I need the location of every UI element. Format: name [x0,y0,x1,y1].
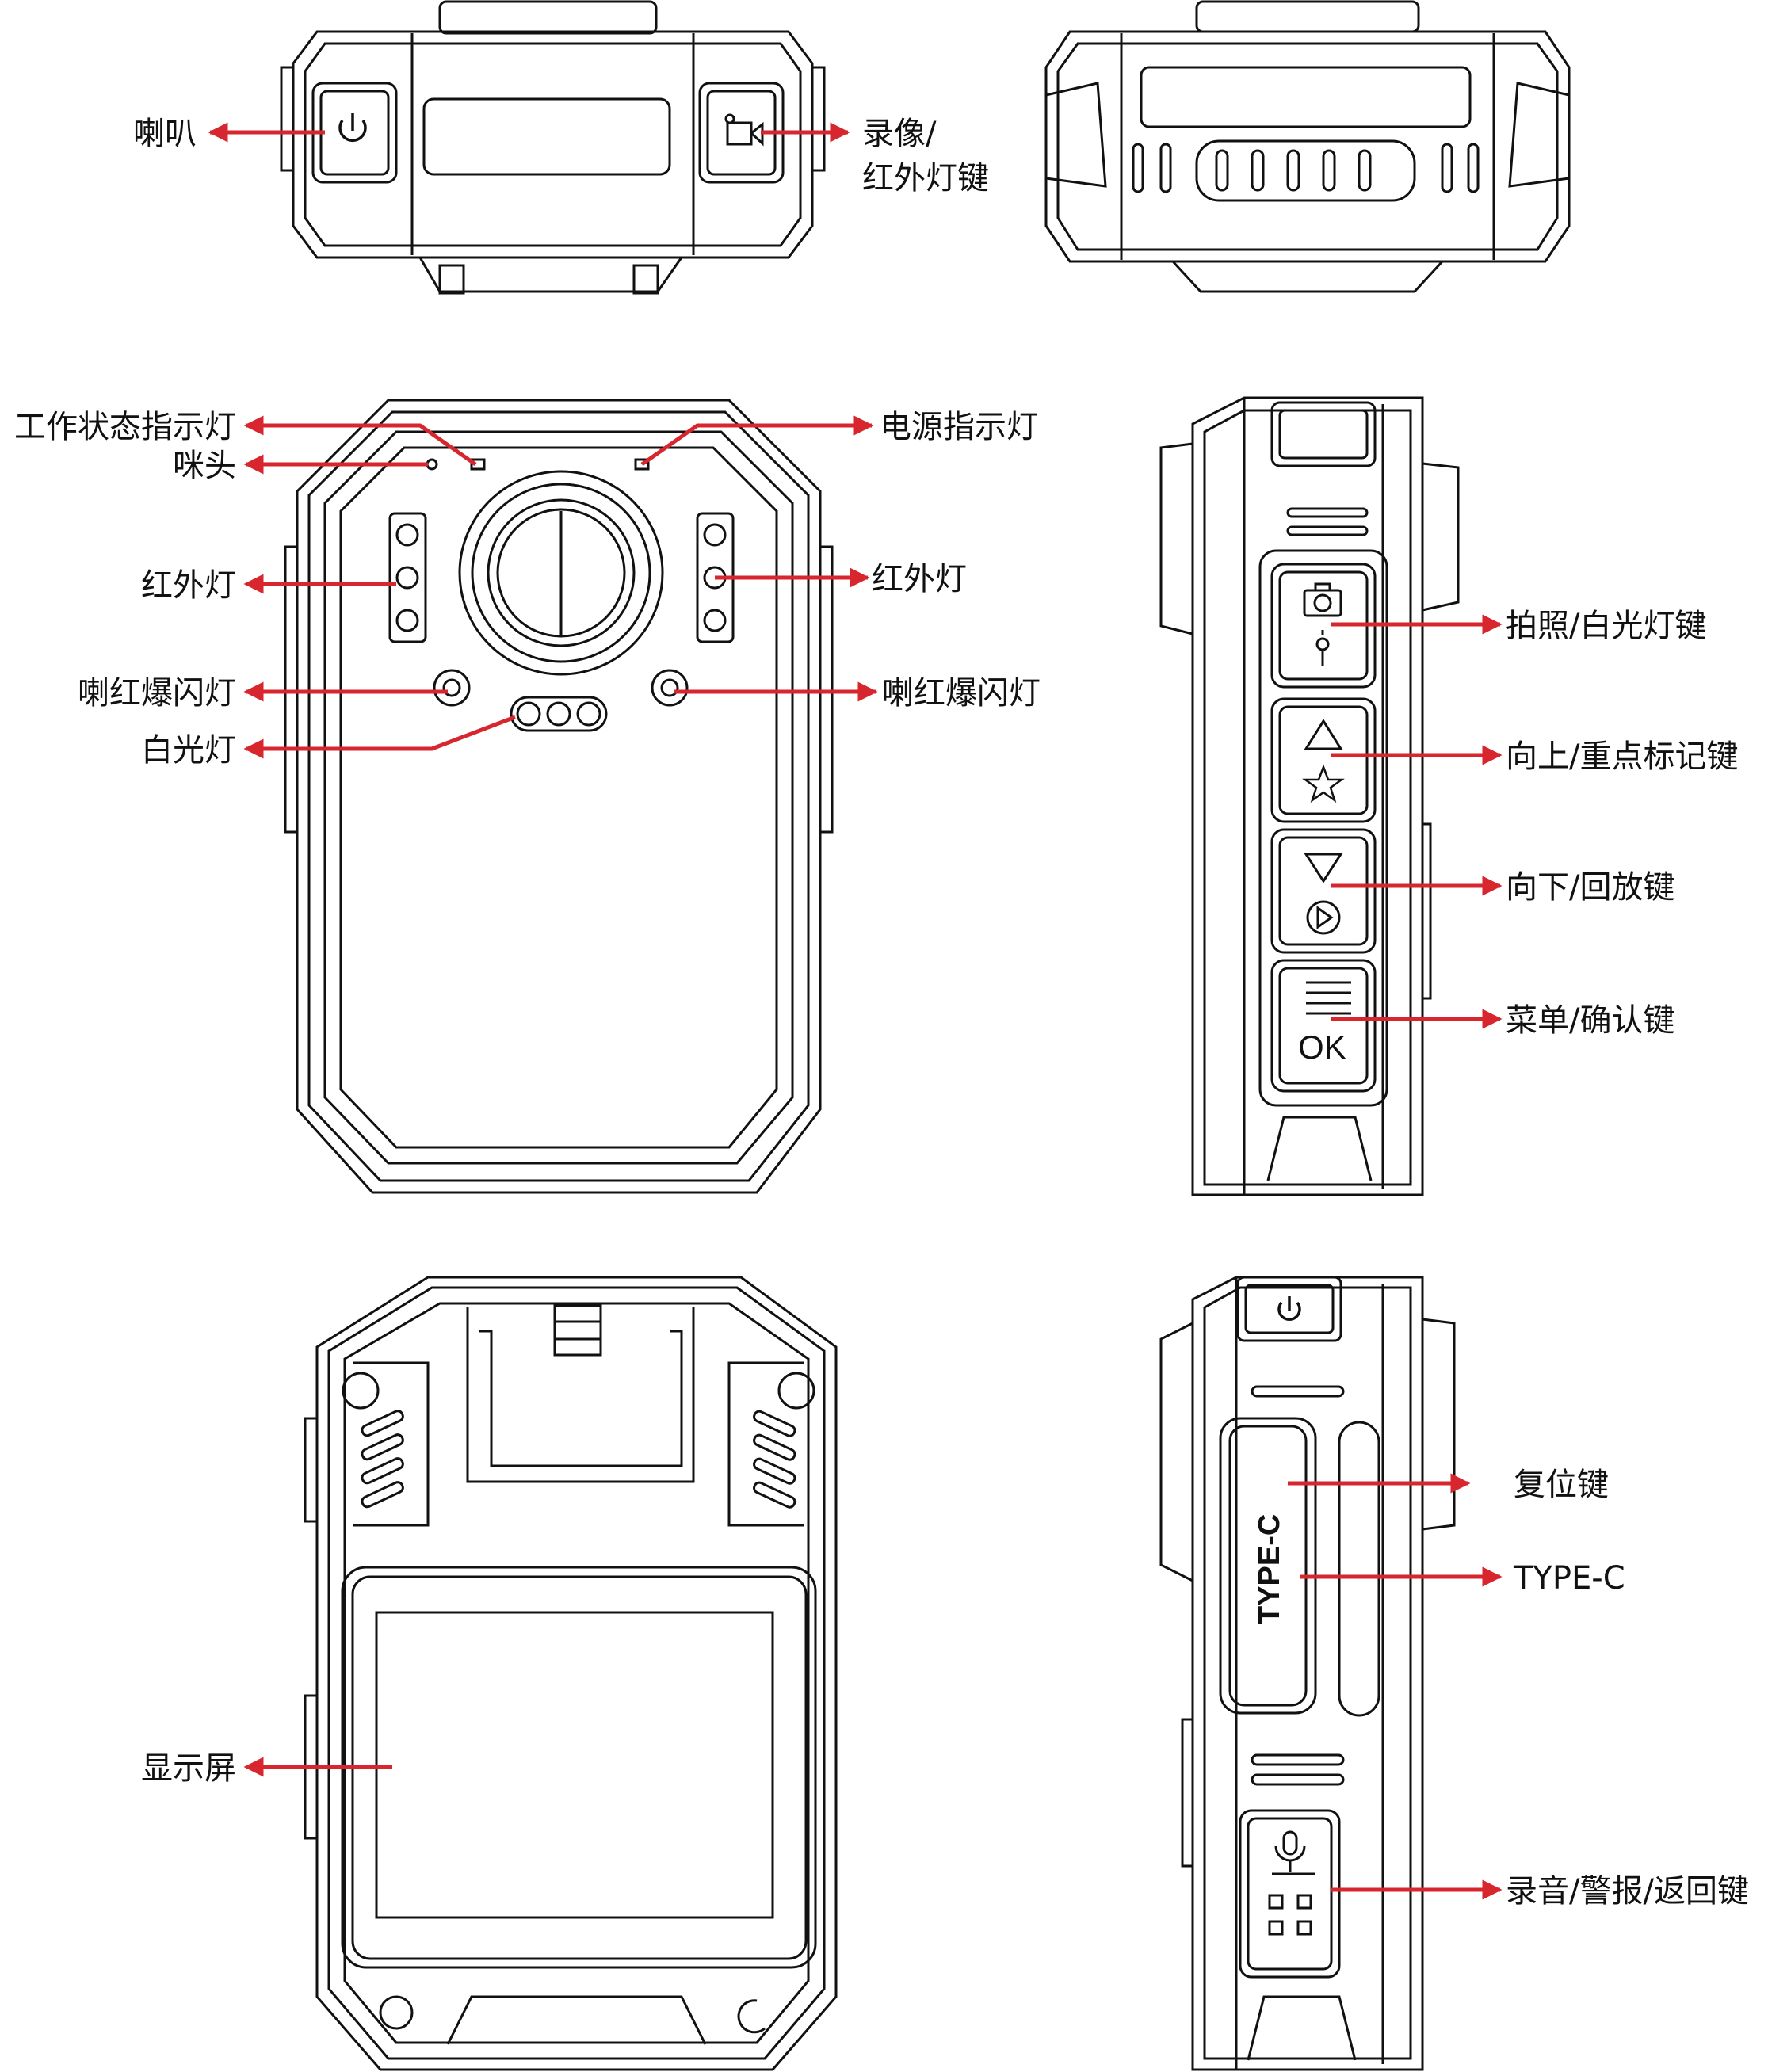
photo-camera-icon [1303,582,1342,617]
ok-button-label: OK [1298,1028,1346,1066]
label-audio-alarm-back-key: 录音/警报/返回键 [1506,1873,1749,1910]
label-flash-left: 喇红爆闪灯 [78,675,236,712]
label-up-mark-key: 向上/重点标记键 [1506,738,1738,775]
label-speaker: 喇叭 [133,116,197,152]
power-icon [1277,1296,1301,1322]
grid-icon [1268,1894,1312,1936]
star-icon [1302,764,1345,803]
label-type-c: TYPE-C [1513,1560,1625,1597]
microphone-icon [1272,1830,1315,1875]
play-icon [1306,900,1341,935]
triangle-up-icon [1304,719,1343,750]
label-record-ir-key-1: 录像/ [862,116,937,152]
label-power-led: 电源指示灯 [880,409,1038,445]
callout-arrows [208,122,1503,1900]
flashlight-icon [1315,630,1330,666]
label-record-ir-key-2: 红外灯键 [862,160,989,197]
label-display: 显示屏 [141,1750,236,1787]
side-view-buttons [1159,396,1460,1196]
label-menu-ok-key: 菜单/确认键 [1506,1002,1674,1039]
triangle-down-icon [1304,853,1343,883]
label-ir-light-left: 红外灯 [141,567,236,604]
front-view [284,399,834,1194]
callout-labels: 喇叭 录像/ 红外灯键 工作状态指示灯 咪头 电源指示灯 红外灯 红外灯 喇红爆… [14,116,1749,1910]
video-camera-icon [724,113,764,147]
side-view-port [1159,1276,1456,2071]
label-work-status-led: 工作状态指示灯 [14,409,236,445]
label-down-playback-key: 向下/回放键 [1506,869,1674,906]
top-view [280,0,826,295]
label-reset-key: 复位键 [1514,1467,1609,1503]
bottom-view [1044,0,1571,293]
label-flash-right: 喇红爆闪灯 [882,675,1041,712]
label-white-light: 白光灯 [141,732,236,769]
label-microphone: 咪头 [173,448,236,484]
port-cover-label: TYPE-C [1253,1514,1286,1624]
back-view [304,1276,838,2071]
power-icon [338,113,367,143]
label-photo-white-light-key: 拍照/白光灯键 [1506,608,1706,644]
label-ir-light-right: 红外灯 [872,561,967,597]
menu-icon [1306,981,1351,1015]
